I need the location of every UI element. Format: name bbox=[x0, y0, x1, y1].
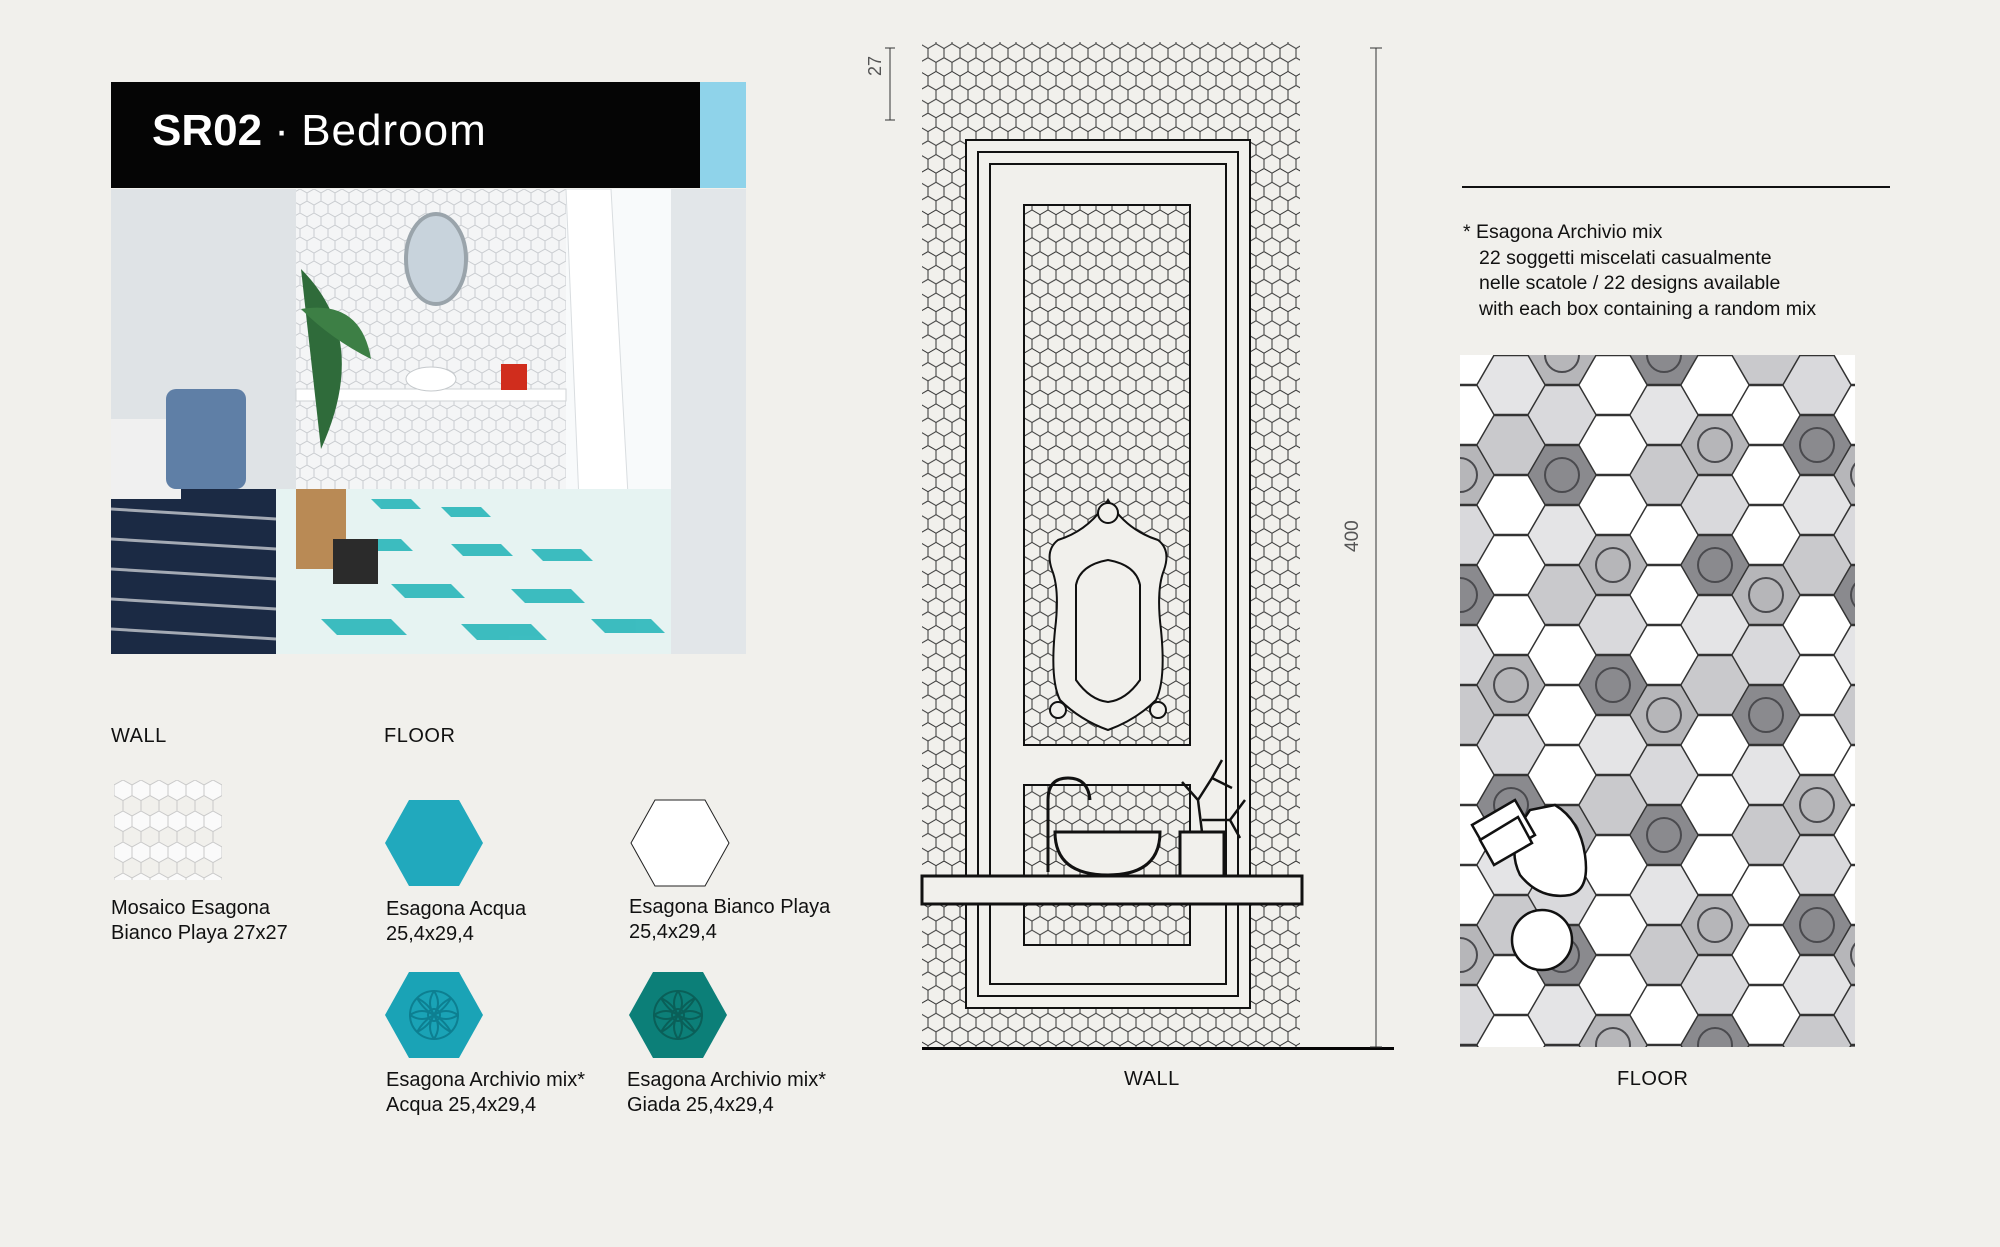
wall-tile-swatch bbox=[114, 780, 222, 880]
floor-plan-tile bbox=[1630, 1045, 1698, 1047]
floor-tile-acqua-name: Esagona Acqua bbox=[386, 898, 527, 920]
dimension-label-small: 27 bbox=[865, 55, 885, 76]
floor-tile-archivio-giada-name: Esagona Archivio mix* bbox=[627, 1069, 826, 1091]
floor-plan-tile-pattern bbox=[1595, 547, 1631, 583]
floor-tile-archivio-giada-swatch bbox=[628, 970, 728, 1060]
floor-plan-tile-pattern bbox=[1748, 577, 1784, 613]
floor-tile-acqua-size: 25,4x29,4 bbox=[386, 923, 474, 945]
floor-tile-bianco-size: 25,4x29,4 bbox=[629, 921, 717, 943]
floor-drawing-label: FLOOR bbox=[1617, 1068, 1689, 1090]
floor-plan-tile-pattern bbox=[1646, 697, 1682, 733]
dimension-label-height: 400 bbox=[1342, 520, 1363, 552]
note-line-1: * Esagona Archivio mix bbox=[1463, 221, 1663, 243]
floor-tile-archivio-acqua-caption: Esagona Archivio mix* Acqua 25,4x29,4 bbox=[386, 1068, 585, 1118]
floor-plan-tile bbox=[1528, 1045, 1596, 1047]
floor-plan-tile bbox=[1460, 1045, 1494, 1047]
floor-plan-tile-pattern bbox=[1595, 667, 1631, 703]
floor-plan-tile-pattern bbox=[1646, 817, 1682, 853]
note-divider bbox=[1462, 186, 1890, 188]
floor-plan-tile-pattern bbox=[1748, 697, 1784, 733]
floor-plan-tile-pattern bbox=[1850, 462, 1855, 488]
note-line-4: with each box containing a random mix bbox=[1479, 297, 1817, 320]
floor-tile-archivio-giada-size: Giada 25,4x29,4 bbox=[627, 1094, 774, 1116]
floor-plan-tile-pattern bbox=[1697, 547, 1733, 583]
floor-tile-archivio-giada-caption: Esagona Archivio mix* Giada 25,4x29,4 bbox=[627, 1068, 826, 1118]
floor-plan-tile bbox=[1834, 1045, 1855, 1047]
floor-section-label: FLOOR bbox=[384, 725, 456, 747]
floor-plan-tile-pattern bbox=[1697, 427, 1733, 463]
page-title: SR02 · Bedroom bbox=[152, 106, 487, 156]
title-code: SR02 bbox=[152, 106, 263, 155]
wall-tile-name-line1: Mosaico Esagona bbox=[111, 897, 270, 919]
floor-plan-tile-pattern bbox=[1799, 907, 1835, 943]
floor-plan-tile-pattern bbox=[1850, 942, 1855, 968]
floor-plan-tile-pattern bbox=[1544, 457, 1580, 493]
title-room: Bedroom bbox=[301, 106, 487, 155]
wall-drawing-label: WALL bbox=[1124, 1068, 1180, 1090]
floor-plan-drawing bbox=[1460, 355, 1855, 1047]
note-line-3: nelle scatole / 22 designs available bbox=[1479, 272, 1781, 294]
floor-plan-tile-pattern bbox=[1697, 1027, 1733, 1047]
floor-tile-acqua-swatch bbox=[384, 798, 484, 888]
floor-tile-bianco-caption: Esagona Bianco Playa 25,4x29,4 bbox=[629, 895, 830, 945]
floor-tile-bianco-name: Esagona Bianco Playa bbox=[629, 896, 831, 918]
floor-plan-tile-pattern bbox=[1460, 937, 1478, 973]
floor-tile-acqua-caption: Esagona Acqua 25,4x29,4 bbox=[386, 897, 526, 947]
archivio-mix-note: * Esagona Archivio mix 22 soggetti misce… bbox=[1463, 220, 1816, 322]
floor-plan-tile-pattern bbox=[1460, 457, 1478, 493]
wall-tile-name-line2: Bianco Playa 27x27 bbox=[111, 922, 288, 944]
floor-plan-tile-pattern bbox=[1493, 667, 1529, 703]
wall-section-label: WALL bbox=[111, 725, 167, 747]
wall-tile-caption: Mosaico Esagona Bianco Playa 27x27 bbox=[111, 896, 288, 946]
title-bar bbox=[111, 82, 700, 188]
wall-elevation-drawing bbox=[885, 42, 1394, 1050]
floor-plan-tile-pattern bbox=[1646, 355, 1682, 373]
floor-tile-archivio-acqua-swatch bbox=[384, 970, 484, 1060]
floor-plan-tile-pattern bbox=[1850, 582, 1855, 608]
note-line-2: 22 soggetti miscelati casualmente bbox=[1479, 246, 1772, 269]
floor-plan-tile-pattern bbox=[1799, 427, 1835, 463]
floor-plan-tile-pattern bbox=[1799, 787, 1835, 823]
title-separator: · bbox=[262, 106, 302, 155]
floor-tile-archivio-acqua-size: Acqua 25,4x29,4 bbox=[386, 1094, 537, 1116]
room-photo bbox=[111, 189, 746, 654]
floor-plan-tile bbox=[1732, 1045, 1800, 1047]
floor-plan-tile-pattern bbox=[1595, 1027, 1631, 1047]
title-bar-accent bbox=[700, 82, 746, 188]
floor-plan-tile-pattern bbox=[1544, 355, 1580, 373]
floor-plan-tile-pattern bbox=[1697, 907, 1733, 943]
floor-tile-archivio-acqua-name: Esagona Archivio mix* bbox=[386, 1069, 585, 1091]
floor-tile-bianco-swatch bbox=[630, 798, 730, 888]
floor-plan-tile-pattern bbox=[1460, 577, 1478, 613]
